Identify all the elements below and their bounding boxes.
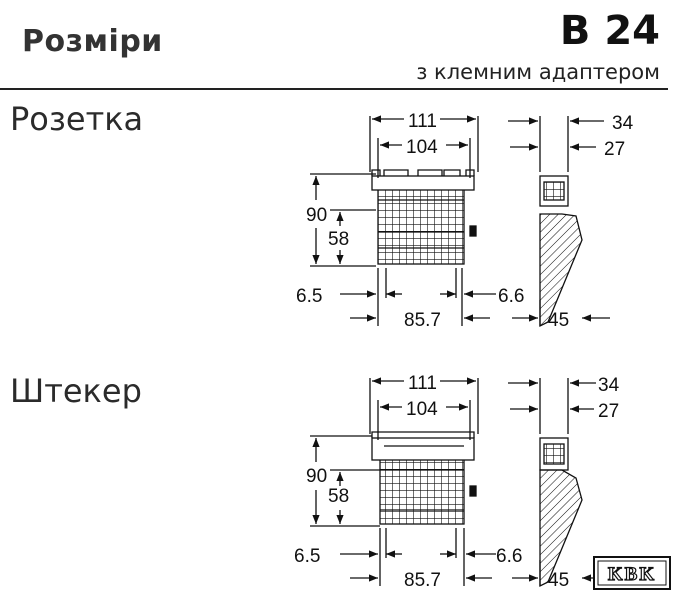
plug-body bbox=[379, 457, 465, 525]
dim-socket-width-inner: 104 bbox=[406, 137, 438, 158]
dim-plug-height-total: 90 bbox=[306, 466, 327, 487]
page-subtitle: з клемним адаптером bbox=[416, 60, 660, 84]
dim-plug-side-outer: 34 bbox=[598, 375, 620, 396]
dim-socket-side-inner: 27 bbox=[604, 139, 625, 160]
product-code: B 24 bbox=[559, 8, 660, 54]
page-title: Розміри bbox=[22, 24, 163, 59]
dim-plug-side-depth: 45 bbox=[548, 570, 569, 591]
dim-plug-base: 85.7 bbox=[404, 570, 441, 591]
dim-socket-width-outer: 111 bbox=[408, 111, 437, 132]
dim-socket-right-offset: 6.6 bbox=[498, 286, 524, 307]
kbk-logo: KBK bbox=[593, 556, 671, 590]
kbk-logo-text: KBK bbox=[608, 564, 656, 585]
dim-plug-width-inner: 104 bbox=[406, 399, 438, 420]
dim-socket-side-depth: 45 bbox=[548, 310, 569, 331]
socket-body bbox=[377, 187, 465, 265]
header-divider bbox=[0, 88, 668, 90]
section-label-plug: Штекер bbox=[10, 372, 142, 410]
section-label-socket: Розетка bbox=[10, 100, 144, 138]
plug-drawing bbox=[310, 377, 604, 588]
dim-plug-height-body: 58 bbox=[328, 486, 349, 507]
dim-plug-side-inner: 27 bbox=[598, 401, 619, 422]
dim-plug-right-offset: 6.6 bbox=[496, 546, 522, 567]
dim-socket-left-offset: 6.5 bbox=[296, 286, 322, 307]
dim-plug-left-offset: 6.5 bbox=[294, 546, 320, 567]
dim-socket-height-total: 90 bbox=[306, 205, 327, 226]
dim-socket-side-outer: 34 bbox=[612, 113, 634, 134]
dim-plug-width-outer: 111 bbox=[408, 373, 437, 394]
socket-drawing bbox=[310, 115, 610, 328]
dim-socket-base: 85.7 bbox=[404, 310, 441, 331]
dim-socket-height-body: 58 bbox=[328, 229, 349, 250]
